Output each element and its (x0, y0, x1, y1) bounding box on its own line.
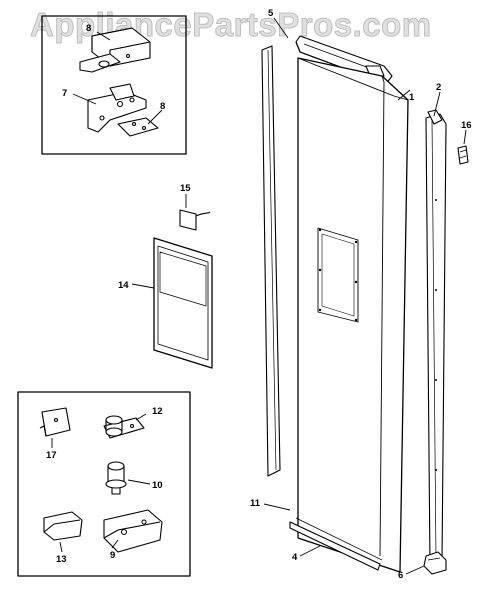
callout-16: 16 (461, 120, 472, 131)
hinge-bracket-part (39, 407, 71, 448)
door-top-cap-part (273, 17, 393, 85)
callout-7: 7 (62, 88, 67, 99)
dispenser-plug-part (179, 194, 211, 231)
bottom-hinge-plate-part (103, 509, 163, 553)
bottom-bracket-part (43, 511, 83, 553)
callout-8-lower: 8 (160, 101, 165, 112)
door-clip-part (457, 129, 469, 165)
bottom-strip-part (289, 517, 383, 571)
callout-9: 9 (110, 550, 115, 561)
callout-11: 11 (250, 498, 261, 509)
bottom-end-cap-part (405, 551, 447, 575)
door-panel-part (297, 57, 411, 573)
callout-8-top: 8 (86, 23, 91, 34)
callout-4: 4 (292, 552, 298, 563)
callout-1: 1 (409, 92, 415, 103)
callout-2: 2 (436, 82, 441, 93)
callout-15: 15 (180, 183, 191, 194)
callout-13: 13 (56, 554, 67, 565)
callout-14: 14 (118, 280, 129, 291)
hinge-plate-part (87, 83, 147, 133)
callout-10: 10 (152, 480, 163, 491)
callout-17: 17 (46, 450, 57, 461)
hinge-pin-assembly-part (103, 413, 147, 439)
door-trim-strip-right (425, 91, 447, 567)
callout-5: 5 (268, 8, 274, 19)
callout-11-leader (263, 503, 291, 511)
panel-screw-holes (318, 228, 358, 322)
dispenser-frame-part (131, 237, 213, 369)
door-trim-strip-left (261, 45, 281, 477)
bottom-hinge-detail-box (17, 391, 191, 577)
callout-labels: 8 7 8 5 1 2 16 15 14 12 17 10 11 13 9 4 … (46, 8, 472, 581)
callout-6: 6 (398, 570, 403, 581)
hinge-detail-box (41, 15, 187, 155)
hinge-cover-part (79, 27, 151, 73)
hinge-shim-part (117, 117, 159, 137)
callout-12: 12 (152, 406, 163, 417)
hinge-pin-part (105, 461, 151, 495)
